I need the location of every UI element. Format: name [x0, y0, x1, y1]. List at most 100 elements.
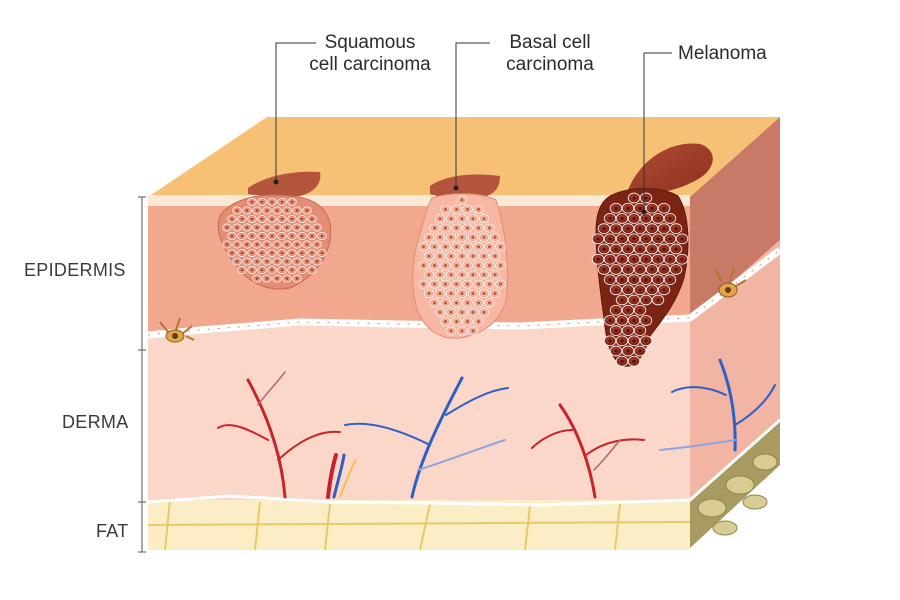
cell-nucleus — [632, 278, 636, 282]
cell-nucleus — [438, 217, 442, 221]
cell-nucleus — [250, 200, 254, 204]
cell-nucleus — [444, 320, 447, 324]
cell-nucleus — [488, 263, 491, 267]
cell-nucleus — [449, 310, 453, 314]
cell-nucleus — [626, 308, 630, 312]
cell-nucleus — [471, 254, 475, 258]
cell-nucleus — [270, 251, 274, 255]
cell-nucleus — [614, 288, 618, 292]
layer-bracket — [138, 196, 146, 553]
cell-nucleus — [632, 318, 636, 322]
squamous-label-line2: cell carcinoma — [309, 54, 431, 75]
artery-center — [326, 453, 357, 499]
cell-nucleus — [602, 247, 606, 251]
cell-nucleus — [433, 282, 436, 286]
cell-nucleus — [455, 282, 458, 286]
cell-nucleus — [488, 282, 491, 286]
derma-fat-boundary — [147, 418, 781, 507]
cell-nucleus — [444, 282, 447, 286]
cell-nucleus — [245, 209, 249, 212]
cell-nucleus — [626, 206, 630, 210]
cell-nucleus — [656, 216, 660, 220]
cell-nucleus — [614, 227, 618, 231]
cell-nucleus — [305, 260, 309, 263]
fat-cell-outlines — [147, 499, 691, 551]
vein-right — [659, 358, 776, 452]
cell-nucleus — [449, 235, 453, 239]
cell-nucleus — [632, 216, 636, 220]
cell-nucleus — [632, 359, 636, 363]
cell-nucleus — [620, 237, 624, 241]
callout-lines — [275, 42, 672, 212]
cell-nucleus — [680, 237, 684, 241]
cell-nucleus — [626, 247, 630, 251]
cell-nucleus — [260, 217, 264, 221]
cell-nucleus — [433, 245, 436, 249]
derma-label: DERMA — [62, 412, 129, 432]
cell-nucleus — [285, 226, 289, 229]
cell-nucleus — [466, 320, 469, 324]
cell-nucleus — [449, 329, 453, 333]
cell-nucleus — [260, 268, 264, 272]
cell-nucleus — [488, 245, 491, 249]
cell-nucleus — [632, 257, 636, 261]
fat-label: FAT — [96, 521, 129, 541]
cell-nucleus — [460, 273, 464, 277]
cell-nucleus — [290, 251, 294, 255]
cell-nucleus — [280, 251, 284, 255]
melanocyte-right — [715, 267, 747, 298]
cell-nucleus — [427, 292, 431, 295]
cell-nucleus — [608, 278, 612, 282]
cell-nucleus — [265, 260, 269, 263]
cell-nucleus — [614, 308, 618, 312]
cell-nucleus — [493, 235, 497, 239]
cell-nucleus — [596, 237, 600, 241]
cell-nucleus — [608, 216, 612, 220]
cell-nucleus — [455, 320, 458, 324]
cell-nucleus — [644, 278, 648, 282]
cell-nucleus — [444, 226, 447, 230]
cell-nucleus — [482, 235, 486, 239]
cell-nucleus — [662, 247, 666, 251]
cell-nucleus — [455, 301, 458, 305]
cell-nucleus — [482, 254, 486, 258]
scc-cell-cluster — [222, 197, 327, 283]
cell-nucleus — [668, 216, 672, 220]
cell-nucleus — [614, 267, 618, 271]
cell-nucleus — [466, 207, 469, 211]
cell-nucleus — [285, 277, 289, 280]
cell-nucleus — [608, 318, 612, 322]
cell-nucleus — [250, 251, 254, 255]
side-fat-cells — [697, 453, 778, 536]
cell-nucleus — [656, 278, 660, 282]
cell-nucleus — [245, 260, 249, 263]
cell-nucleus — [620, 216, 624, 220]
cell-nucleus — [438, 235, 442, 239]
cell-nucleus — [662, 267, 666, 271]
squamous-cell-carcinoma-label: Squamous cell carcinoma — [285, 32, 455, 76]
cell-nucleus — [650, 227, 654, 231]
cell-nucleus — [235, 226, 239, 229]
cell-nucleus — [422, 245, 425, 249]
cell-nucleus — [650, 206, 654, 210]
cell-nucleus — [626, 329, 630, 333]
cell-nucleus — [482, 217, 486, 221]
cell-nucleus — [260, 234, 264, 238]
cell-nucleus — [620, 278, 624, 282]
side-epidermis — [690, 117, 780, 320]
cell-nucleus — [614, 349, 618, 353]
cell-nucleus — [444, 263, 447, 267]
cell-nucleus — [460, 198, 464, 202]
cell-nucleus — [644, 216, 648, 220]
cell-nucleus — [471, 235, 475, 239]
cell-nucleus — [422, 282, 425, 286]
cell-nucleus — [596, 257, 600, 261]
cell-nucleus — [265, 209, 269, 212]
cell-nucleus — [265, 277, 269, 280]
cell-nucleus — [444, 301, 447, 305]
basal-cell-carcinoma-label: Basal cell carcinoma — [490, 32, 610, 76]
cell-nucleus — [626, 288, 630, 292]
cell-nucleus — [471, 310, 475, 314]
cell-nucleus — [455, 263, 458, 267]
cell-nucleus — [300, 268, 304, 272]
